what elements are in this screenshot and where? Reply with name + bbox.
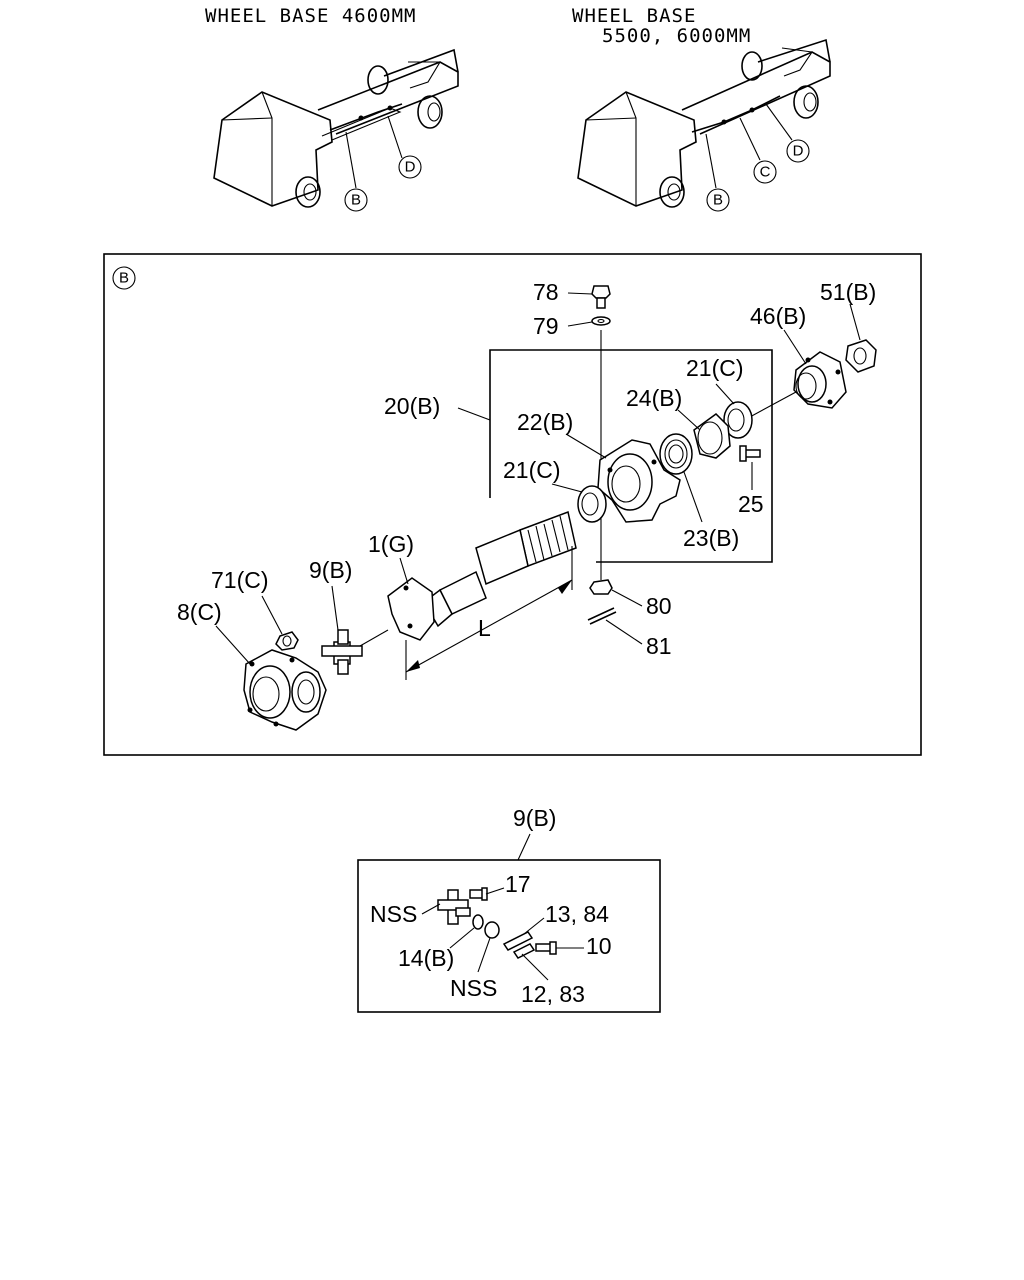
detail-label-17: 17 [505,871,531,897]
marker-b-left-text: B [351,192,361,209]
seal-21c-mid [577,485,607,523]
marker-c-right-text: C [760,164,771,181]
label-9b: 9(B) [309,557,352,583]
flange-46 [793,351,847,409]
detail-washer-14 [472,914,484,930]
marker-b-right-text: B [713,192,723,209]
truck-illustration-right [577,38,831,208]
bearing-group-bracket [489,349,773,563]
label-20b: 20(B) [384,393,440,419]
bearing-23 [659,433,693,475]
marker-b-left [344,188,368,212]
detail-label-12-83: 12, 83 [521,981,585,1007]
marker-d-right [786,139,810,163]
label-8c: 8(C) [177,599,222,625]
universal-joint-9 [321,629,363,675]
truck-illustration-left [213,48,459,208]
nut-80 [589,579,613,595]
seal-21c-top [723,401,753,439]
label-79: 79 [533,313,559,339]
detail-spider-cross [437,889,471,925]
main-view-frame [103,253,922,756]
dust-cover-24 [693,413,731,459]
marker-d-right-text: D [793,143,804,160]
label-dimension-l: L [478,615,491,641]
cotter-pin-81 [587,607,617,625]
detail-bearing-cup [484,921,500,939]
dimension-l [405,546,573,680]
detail-lock-plate-13 [502,931,534,951]
label-1g: 1(G) [368,531,414,557]
detail-view-frame [357,859,661,1013]
marker-c-right [753,160,777,184]
flange-yoke-8 [243,649,327,731]
label-51b: 51(B) [820,279,876,305]
detail-lock-plate-12 [512,943,536,959]
detail-label-13-84: 13, 84 [545,901,609,927]
right-wheelbase-title-line1: WHEEL BASE [572,5,696,27]
label-21c-mid: 21(C) [503,457,561,483]
left-wheelbase-title: WHEEL BASE 4600MM [205,5,416,27]
label-23b: 23(B) [683,525,739,551]
label-24b: 24(B) [626,385,682,411]
grease-nipple-25 [739,445,761,462]
label-80: 80 [646,593,672,619]
bearing-housing-22 [597,439,681,523]
detail-label-10: 10 [586,933,612,959]
detail-grease-fitting-17 [469,887,488,901]
section-marker-text: B [119,270,129,287]
drive-shaft-1 [387,510,577,641]
label-21c-top: 21(C) [686,355,744,381]
detail-bolt-10 [535,941,557,955]
label-46b: 46(B) [750,303,806,329]
nut-51 [845,339,877,373]
marker-d-left [398,155,422,179]
marker-d-left-text: D [405,159,416,176]
washer-79 [591,316,611,326]
label-78: 78 [533,279,559,305]
right-wheelbase-title-line2: 5500, 6000MM [602,25,751,47]
label-71c: 71(C) [211,567,269,593]
detail-label-14b: 14(B) [398,945,454,971]
label-22b: 22(B) [517,409,573,435]
bolt-78 [591,285,611,309]
nut-71 [275,631,299,651]
label-81: 81 [646,633,672,659]
detail-label-nss-left: NSS [370,901,417,927]
detail-label-nss-bottom: NSS [450,975,497,1001]
marker-b-right [706,188,730,212]
detail-title: 9(B) [513,805,556,831]
label-25: 25 [738,491,764,517]
section-marker [112,266,136,290]
